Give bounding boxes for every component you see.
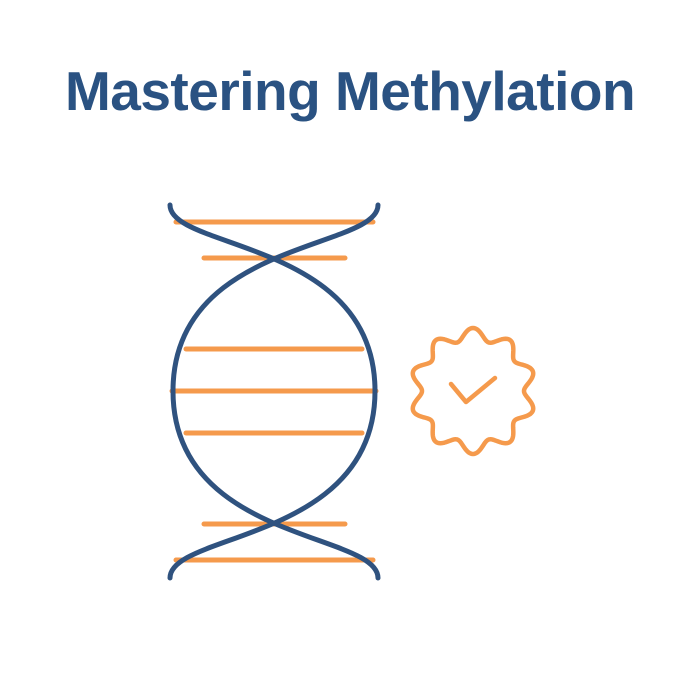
dna-strand-left [167,202,378,581]
badge-outline [410,325,536,457]
dna-double-helix-icon [167,202,381,581]
dna-strands [167,202,381,581]
dna-strand-right [170,202,381,581]
page-title: Mastering Methylation [64,60,636,122]
dna-rungs [169,219,379,563]
check-icon [448,375,498,405]
verified-badge-check-icon [410,325,536,457]
